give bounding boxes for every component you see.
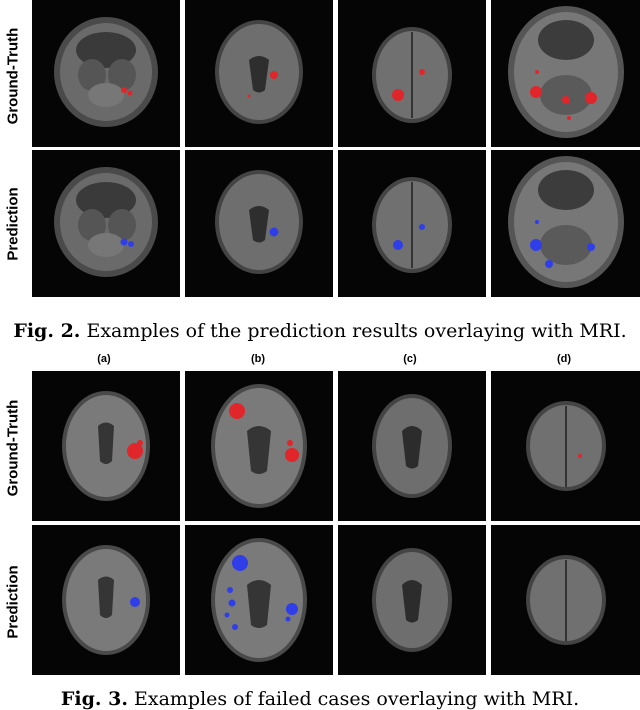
fig3-column-label-a: (a) xyxy=(97,353,111,365)
fig3-caption-text: Examples of failed cases overlaying with… xyxy=(133,688,580,710)
fig3-column-label-c: (c) xyxy=(403,353,417,365)
fig2-gt-panel-4 xyxy=(491,0,640,147)
fig3-pred-panel-c xyxy=(338,525,486,675)
fig3-gt-panel-b xyxy=(185,371,333,521)
fig2-gt-panel-1 xyxy=(32,0,180,147)
fig3-column-label-b: (b) xyxy=(250,353,266,365)
fig3-pred-panel-a xyxy=(32,525,180,675)
fig3-caption: Fig. 3. Examples of failed cases overlay… xyxy=(0,688,640,710)
fig3-gt-panel-c xyxy=(338,371,486,521)
fig2-pred-panel-2 xyxy=(185,150,333,297)
fig3-pred-panel-d xyxy=(491,525,640,675)
fig3-column-label-d: (d) xyxy=(556,353,572,365)
fig2-pred-panel-1 xyxy=(32,150,180,297)
fig3-gt-panel-a xyxy=(32,371,180,521)
fig2-row-label-ground-truth: Ground-Truth xyxy=(4,27,22,125)
fig2-caption-text: Examples of the prediction results overl… xyxy=(86,320,627,342)
fig3-row-label-prediction: Prediction xyxy=(4,565,22,639)
fig2-pred-panel-4 xyxy=(491,150,640,297)
fig2-caption-label: Fig. 2. xyxy=(13,320,81,342)
fig3-gt-panel-d xyxy=(491,371,640,521)
fig3-caption-label: Fig. 3. xyxy=(60,688,128,710)
fig3-pred-panel-b xyxy=(185,525,333,675)
fig2-row-label-prediction: Prediction xyxy=(4,187,22,261)
fig2-caption: Fig. 2. Examples of the prediction resul… xyxy=(0,320,640,342)
fig3-row-label-ground-truth: Ground-Truth xyxy=(4,399,22,497)
fig2-pred-panel-3 xyxy=(338,150,486,297)
fig2-gt-panel-3 xyxy=(338,0,486,147)
fig2-gt-panel-2 xyxy=(185,0,333,147)
